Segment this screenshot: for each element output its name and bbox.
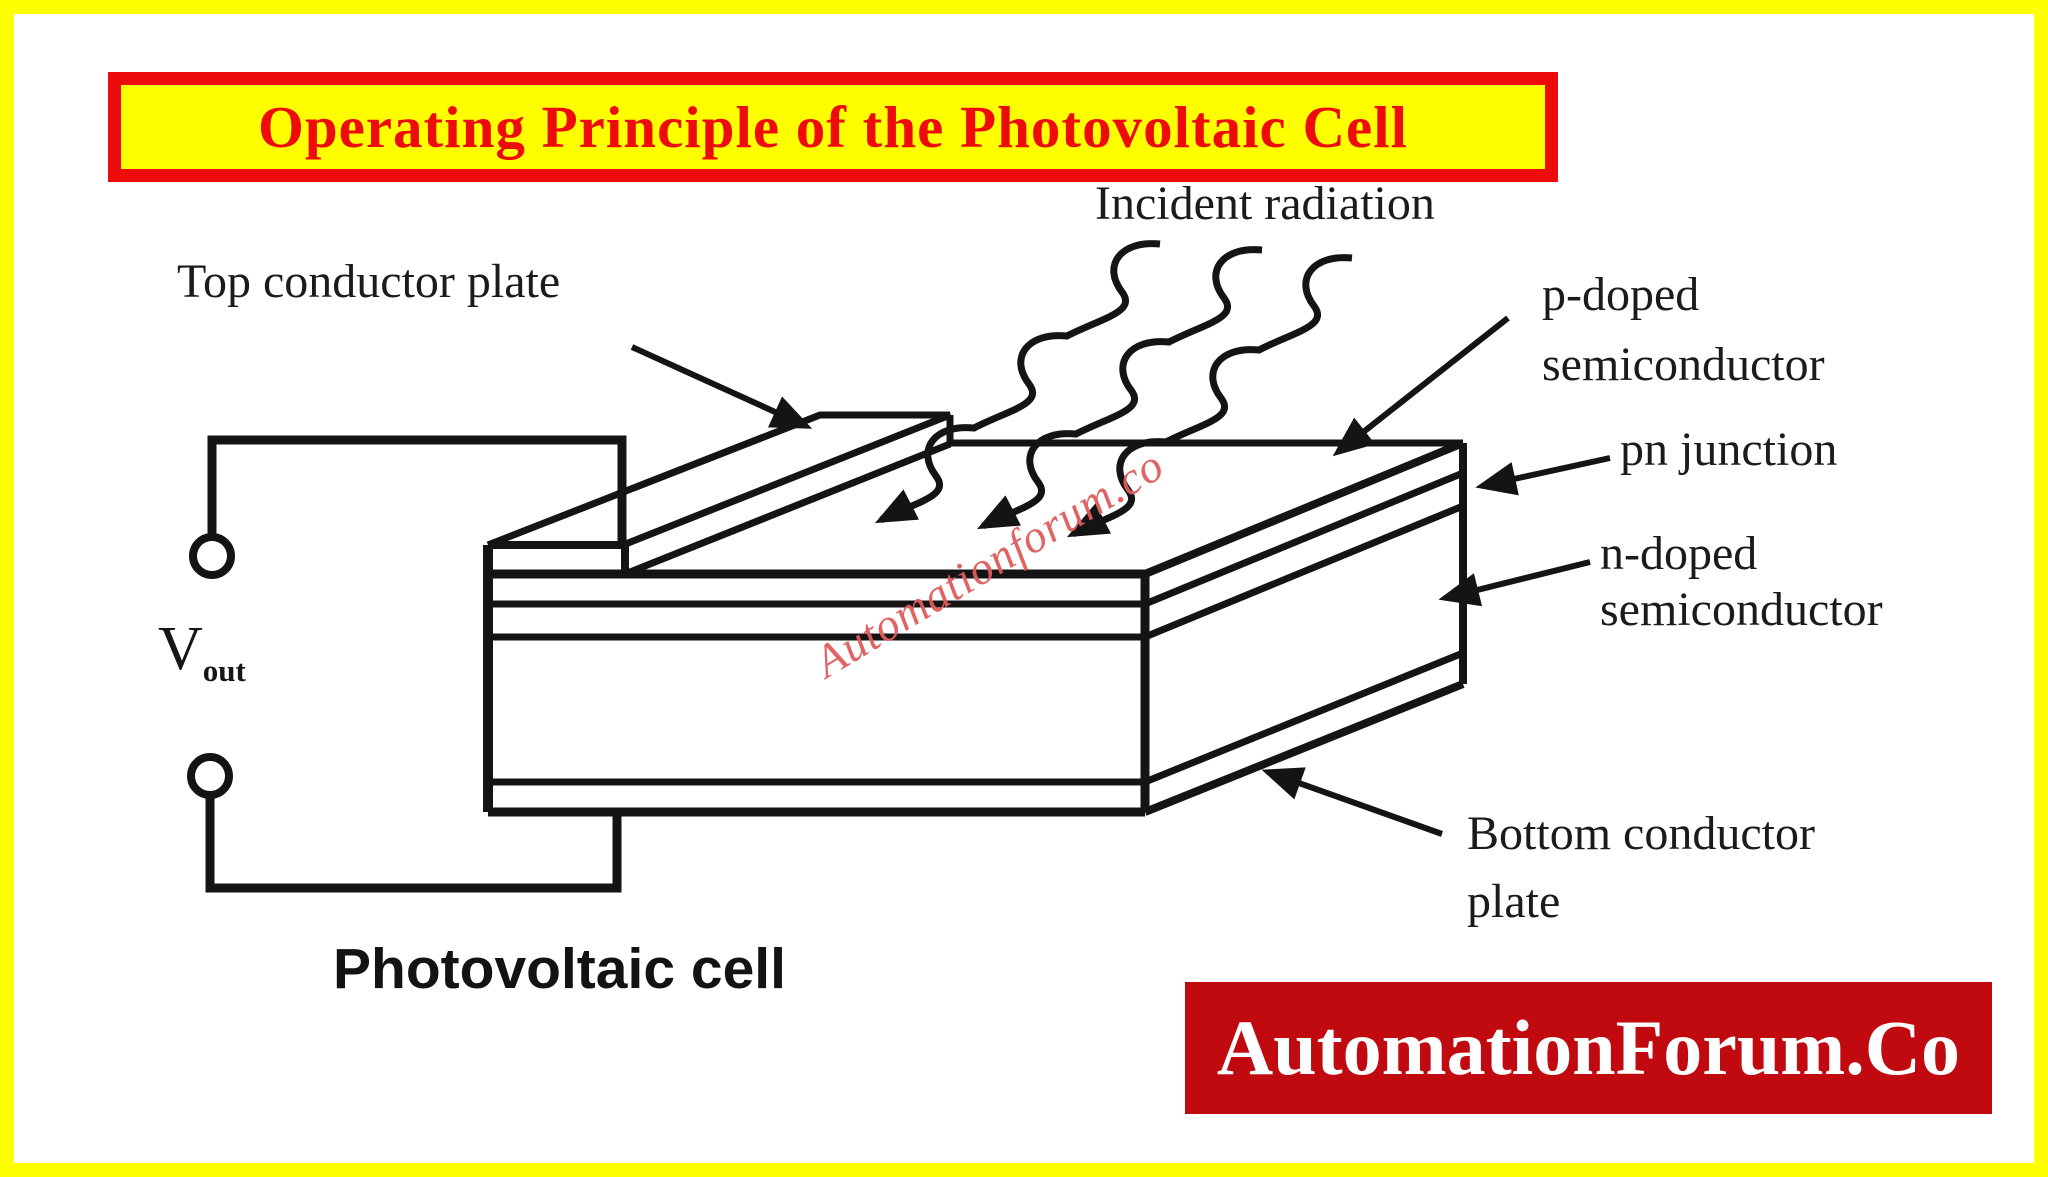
arrow-n-doped	[1438, 559, 1591, 607]
cell-front-face	[483, 545, 1150, 817]
cell-side-face	[950, 439, 1467, 816]
label-p-doped-semiconductor: p-doped semiconductor	[1542, 268, 1825, 391]
title-banner: Operating Principle of the Photovoltaic …	[108, 72, 1558, 182]
top-conductor-plate-shape	[486, 411, 954, 578]
label-top-conductor-plate: Top conductor plate	[177, 255, 561, 308]
logo-text: AutomationForum.Co	[1216, 1004, 1961, 1091]
label-pn-junction: pn junction	[1620, 423, 1838, 476]
terminal-top	[189, 533, 235, 579]
automationforum-logo: AutomationForum.Co	[1185, 982, 1992, 1114]
arrow-bottom-plate	[1261, 767, 1444, 837]
arrow-top-plate	[630, 344, 813, 429]
label-bottom-conductor-plate: Bottom conductor plate	[1467, 807, 1815, 928]
label-photovoltaic-cell: Photovoltaic cell	[333, 937, 786, 1001]
label-incident-radiation: Incident radiation	[1095, 177, 1435, 230]
page-title: Operating Principle of the Photovoltaic …	[257, 93, 1409, 160]
label-vout: Vout	[158, 615, 246, 688]
arrow-pn-junction	[1475, 455, 1611, 496]
terminal-bottom	[187, 753, 233, 799]
output-circuit	[187, 435, 627, 893]
incident-radiation-arrows	[874, 240, 1353, 538]
arrow-p-doped	[1332, 315, 1510, 457]
label-n-doped-semiconductor: n-doped semiconductor	[1600, 527, 1883, 636]
label-arrows	[630, 315, 1611, 837]
